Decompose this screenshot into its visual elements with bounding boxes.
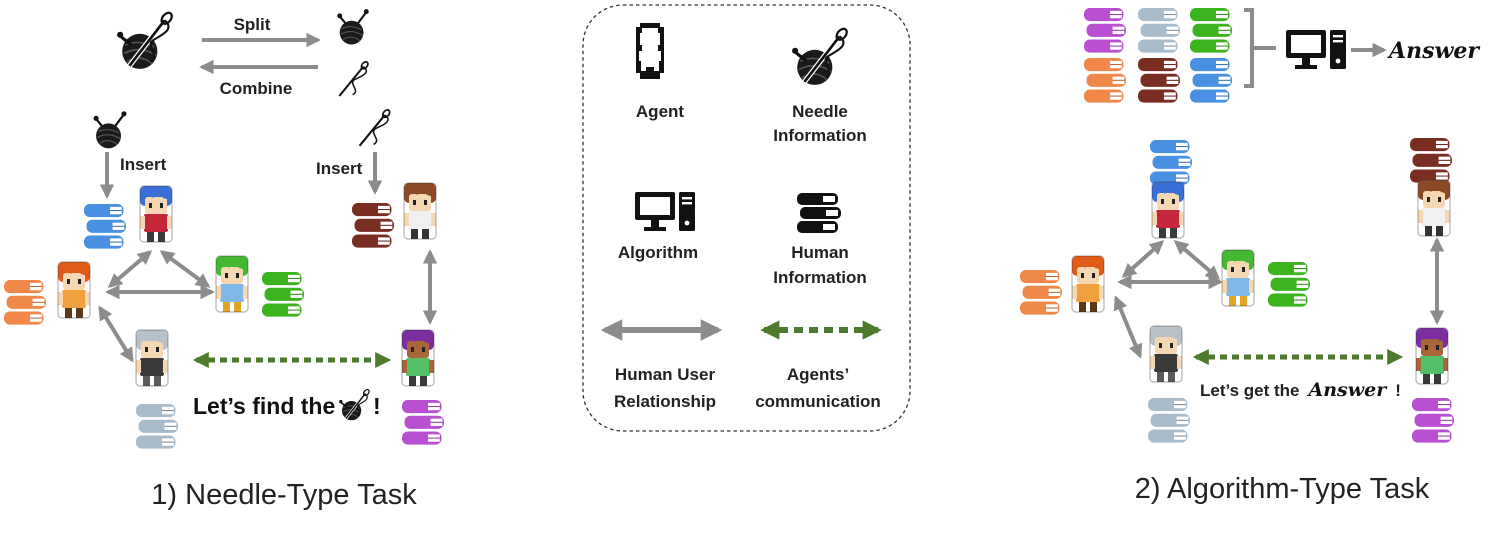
- human-relationship-edges: [1113, 237, 1445, 359]
- book-stack-icon: [1084, 8, 1126, 53]
- book-stack-icon: [1148, 398, 1190, 443]
- chat-answer: Answer: [1307, 379, 1389, 401]
- legend-communication-label-2: communication: [755, 392, 881, 411]
- needle-task-caption: 1) Needle-Type Task: [151, 479, 417, 511]
- needle-task-panel: Split Combine Insert Insert Let’s find t…: [4, 8, 444, 511]
- human-information-books: [4, 203, 444, 449]
- chat-get-answer-text: Let’s get the Answer !: [1200, 379, 1401, 401]
- agent-character: [1071, 255, 1105, 313]
- agent-character: [401, 329, 435, 387]
- book-stack-icon: [1268, 262, 1310, 307]
- human-relationship-arrow: [1121, 240, 1165, 278]
- book-stack-icon: [352, 203, 394, 248]
- agent-character: [1149, 325, 1183, 383]
- algorithm-icon: [1286, 30, 1346, 69]
- legend-relationship-label-2: Relationship: [614, 392, 716, 411]
- human-relationship-arrow: [1173, 240, 1221, 280]
- legend-human-info-label-2: Information: [773, 268, 867, 287]
- agent-icon: [636, 23, 664, 79]
- legend-panel: Agent Needle Information Algorithm Human…: [582, 4, 911, 432]
- human-relationship-arrow: [98, 305, 134, 363]
- book-stack-icon: [1084, 58, 1126, 103]
- legend-needle-label: Needle: [792, 102, 848, 121]
- human-information-icon: [797, 193, 841, 233]
- agent-character: [1417, 179, 1451, 237]
- book-stack-icon: [84, 204, 126, 249]
- collection-bracket: [1244, 8, 1276, 88]
- book-stack-icon: [797, 193, 841, 233]
- chat-find-text: Let’s find the: [193, 393, 335, 419]
- book-stack-icon: [1190, 58, 1232, 103]
- human-relationship-arrow: [1113, 295, 1143, 359]
- answer-label: Answer: [1387, 38, 1480, 64]
- book-collection: [1084, 8, 1232, 103]
- book-stack-icon: [1138, 58, 1180, 103]
- agent-character: [215, 255, 249, 313]
- needle-information-icon: [792, 27, 849, 85]
- legend-communication-label: Agents’: [787, 365, 849, 384]
- book-stack-icon: [262, 272, 304, 317]
- split-label: Split: [234, 15, 271, 34]
- legend-agent-label: Agent: [636, 102, 685, 121]
- human-relationship-edges: [98, 249, 438, 363]
- needle-icon: [358, 107, 393, 148]
- book-stack-icon: [1410, 138, 1452, 183]
- agents: [57, 182, 437, 387]
- agent-character: [57, 261, 91, 319]
- book-stack-icon: [4, 280, 46, 325]
- agent-character: [1415, 327, 1449, 385]
- human-relationship-arrow: [159, 250, 211, 288]
- algorithm-icon: [635, 192, 695, 231]
- chat-prefix: Let’s get the: [1200, 381, 1300, 400]
- chat-end-mark: !: [1395, 381, 1401, 400]
- chat-end-mark: !: [373, 393, 381, 419]
- agents: [1071, 179, 1451, 385]
- book-stack-icon: [1190, 8, 1232, 53]
- book-stack-icon: [136, 404, 178, 449]
- agent-character: [139, 185, 173, 243]
- algorithm-task-panel: Answer Let’s get the Answer ! 2) Algorit…: [1020, 8, 1480, 505]
- combine-label: Combine: [220, 79, 293, 98]
- needle-yarn-icon: [117, 11, 174, 69]
- yarn-ball-icon: [92, 110, 128, 150]
- needle-icon: [338, 59, 371, 98]
- book-stack-icon: [402, 400, 444, 445]
- book-stack-icon: [1138, 8, 1180, 53]
- agent-character: [1151, 181, 1185, 239]
- book-stack-icon: [1020, 270, 1062, 315]
- needle-yarn-icon: [338, 388, 372, 422]
- insert-label: Insert: [120, 155, 167, 174]
- book-stack-icon: [1412, 398, 1454, 443]
- legend-relationship-label: Human User: [615, 365, 716, 384]
- legend-algorithm-label: Algorithm: [618, 243, 698, 262]
- agent-character: [135, 329, 169, 387]
- human-relationship-arrow: [107, 250, 153, 288]
- legend-needle-label-2: Information: [773, 126, 867, 145]
- legend-human-info-label: Human: [791, 243, 849, 262]
- agent-character: [1221, 249, 1255, 307]
- legend-box: [582, 4, 911, 432]
- algorithm-task-caption: 2) Algorithm-Type Task: [1135, 473, 1430, 505]
- book-stack-icon: [1150, 140, 1192, 185]
- insert-label: Insert: [316, 159, 363, 178]
- human-information-books: [1020, 138, 1454, 443]
- yarn-ball-icon: [336, 8, 370, 46]
- agent-character: [403, 182, 437, 240]
